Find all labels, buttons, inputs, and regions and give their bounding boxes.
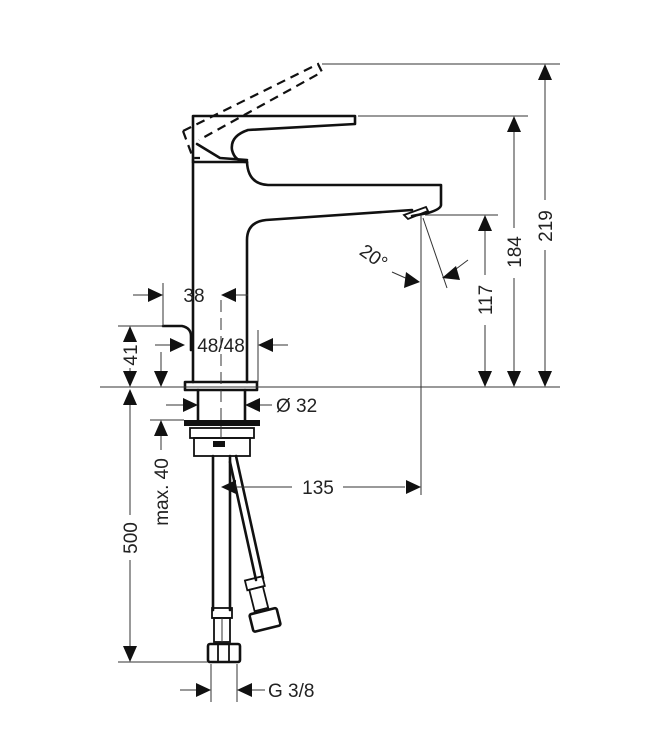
dimension-spout-height: 117 bbox=[476, 215, 497, 387]
dimension-thread-diameter: Ø 32 bbox=[166, 396, 317, 417]
svg-text:20°: 20° bbox=[355, 241, 391, 275]
dimension-handle-offset: 38 bbox=[133, 283, 248, 326]
svg-text:38: 38 bbox=[183, 286, 204, 307]
svg-text:500: 500 bbox=[121, 522, 142, 554]
svg-text:117: 117 bbox=[476, 285, 497, 315]
dimension-base-height: 41 bbox=[118, 325, 168, 405]
dimension-spout-angle: 20° bbox=[355, 217, 469, 289]
dimension-handle-height: 184 bbox=[505, 116, 526, 387]
dimension-spout-projection: 135 bbox=[221, 478, 421, 499]
dimension-hose-connection: G 3/8 bbox=[180, 664, 314, 702]
svg-text:48/48: 48/48 bbox=[197, 336, 245, 357]
faucet-body bbox=[183, 114, 443, 457]
svg-text:184: 184 bbox=[505, 236, 526, 268]
svg-text:135: 135 bbox=[302, 478, 334, 499]
lever-open-position bbox=[181, 62, 324, 160]
svg-text:Ø 32: Ø 32 bbox=[276, 396, 317, 417]
dimension-total-height: 219 bbox=[536, 64, 557, 387]
svg-text:max. 40: max. 40 bbox=[152, 458, 173, 526]
svg-text:G 3/8: G 3/8 bbox=[268, 681, 314, 702]
dimension-hose-length: 500 bbox=[118, 405, 208, 663]
svg-text:41: 41 bbox=[121, 344, 142, 365]
svg-text:219: 219 bbox=[536, 210, 557, 242]
dimension-base-diameter: 48/48 bbox=[155, 330, 288, 382]
dimension-counter-thickness: max. 40 bbox=[150, 419, 184, 526]
popup-rod bbox=[161, 324, 193, 352]
